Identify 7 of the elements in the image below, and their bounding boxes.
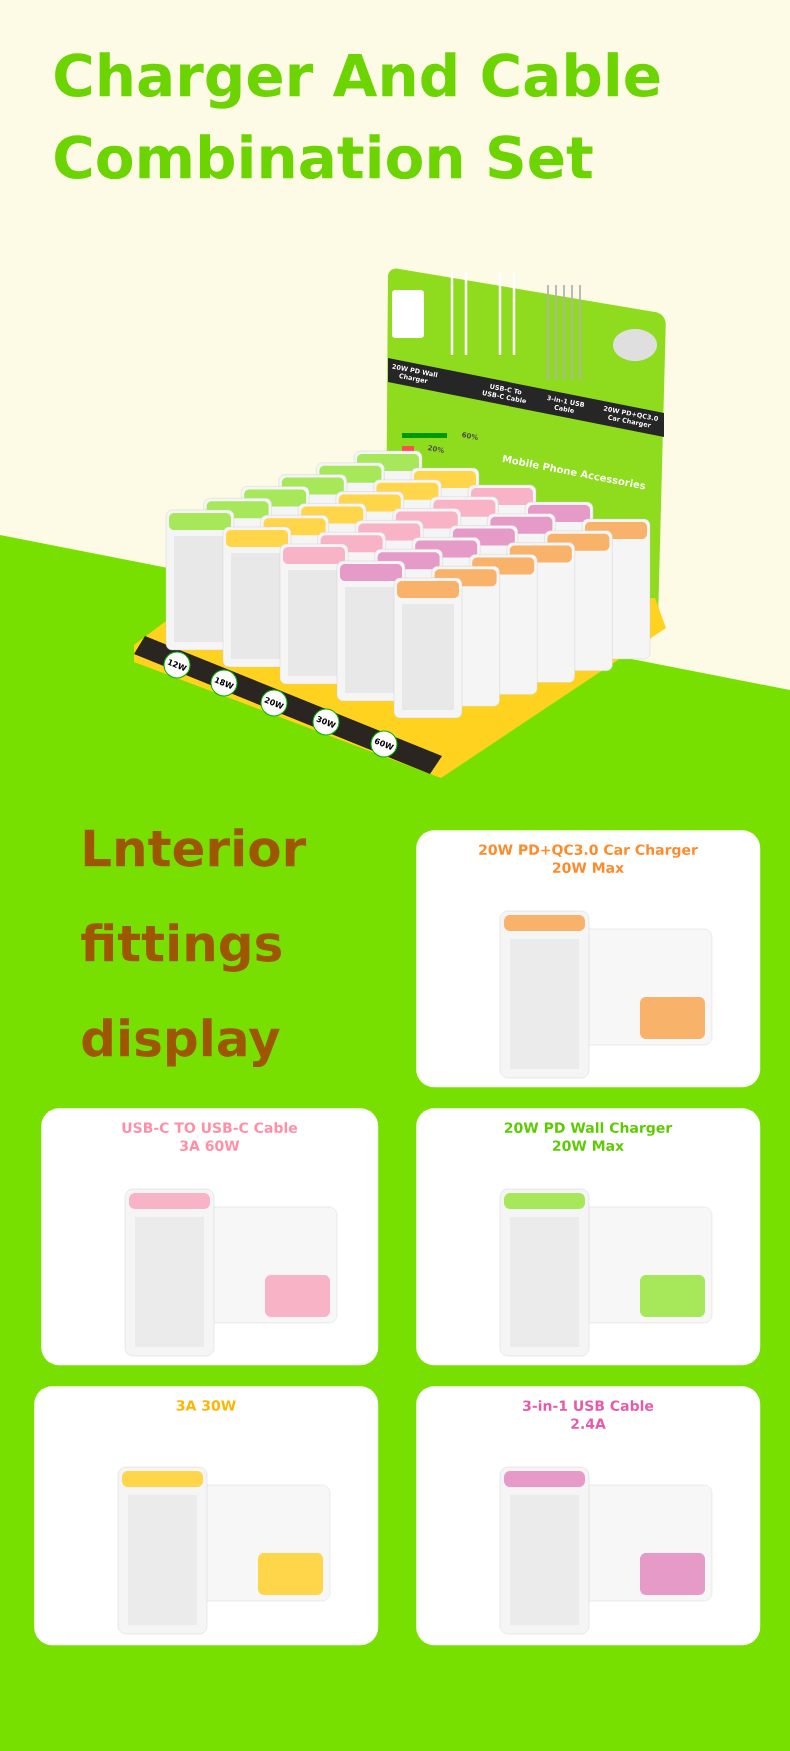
- section-heading: Lnterior fittings display: [81, 828, 307, 1067]
- wattage-label: 30W: [316, 715, 337, 728]
- wattage-label: 18W: [214, 677, 235, 689]
- wattage-label: 20W: [264, 697, 285, 709]
- title: Charger And Cable Combination Set: [55, 52, 660, 180]
- wattage-label: 60W: [374, 738, 395, 750]
- wattage-label: 12W: [167, 659, 188, 671]
